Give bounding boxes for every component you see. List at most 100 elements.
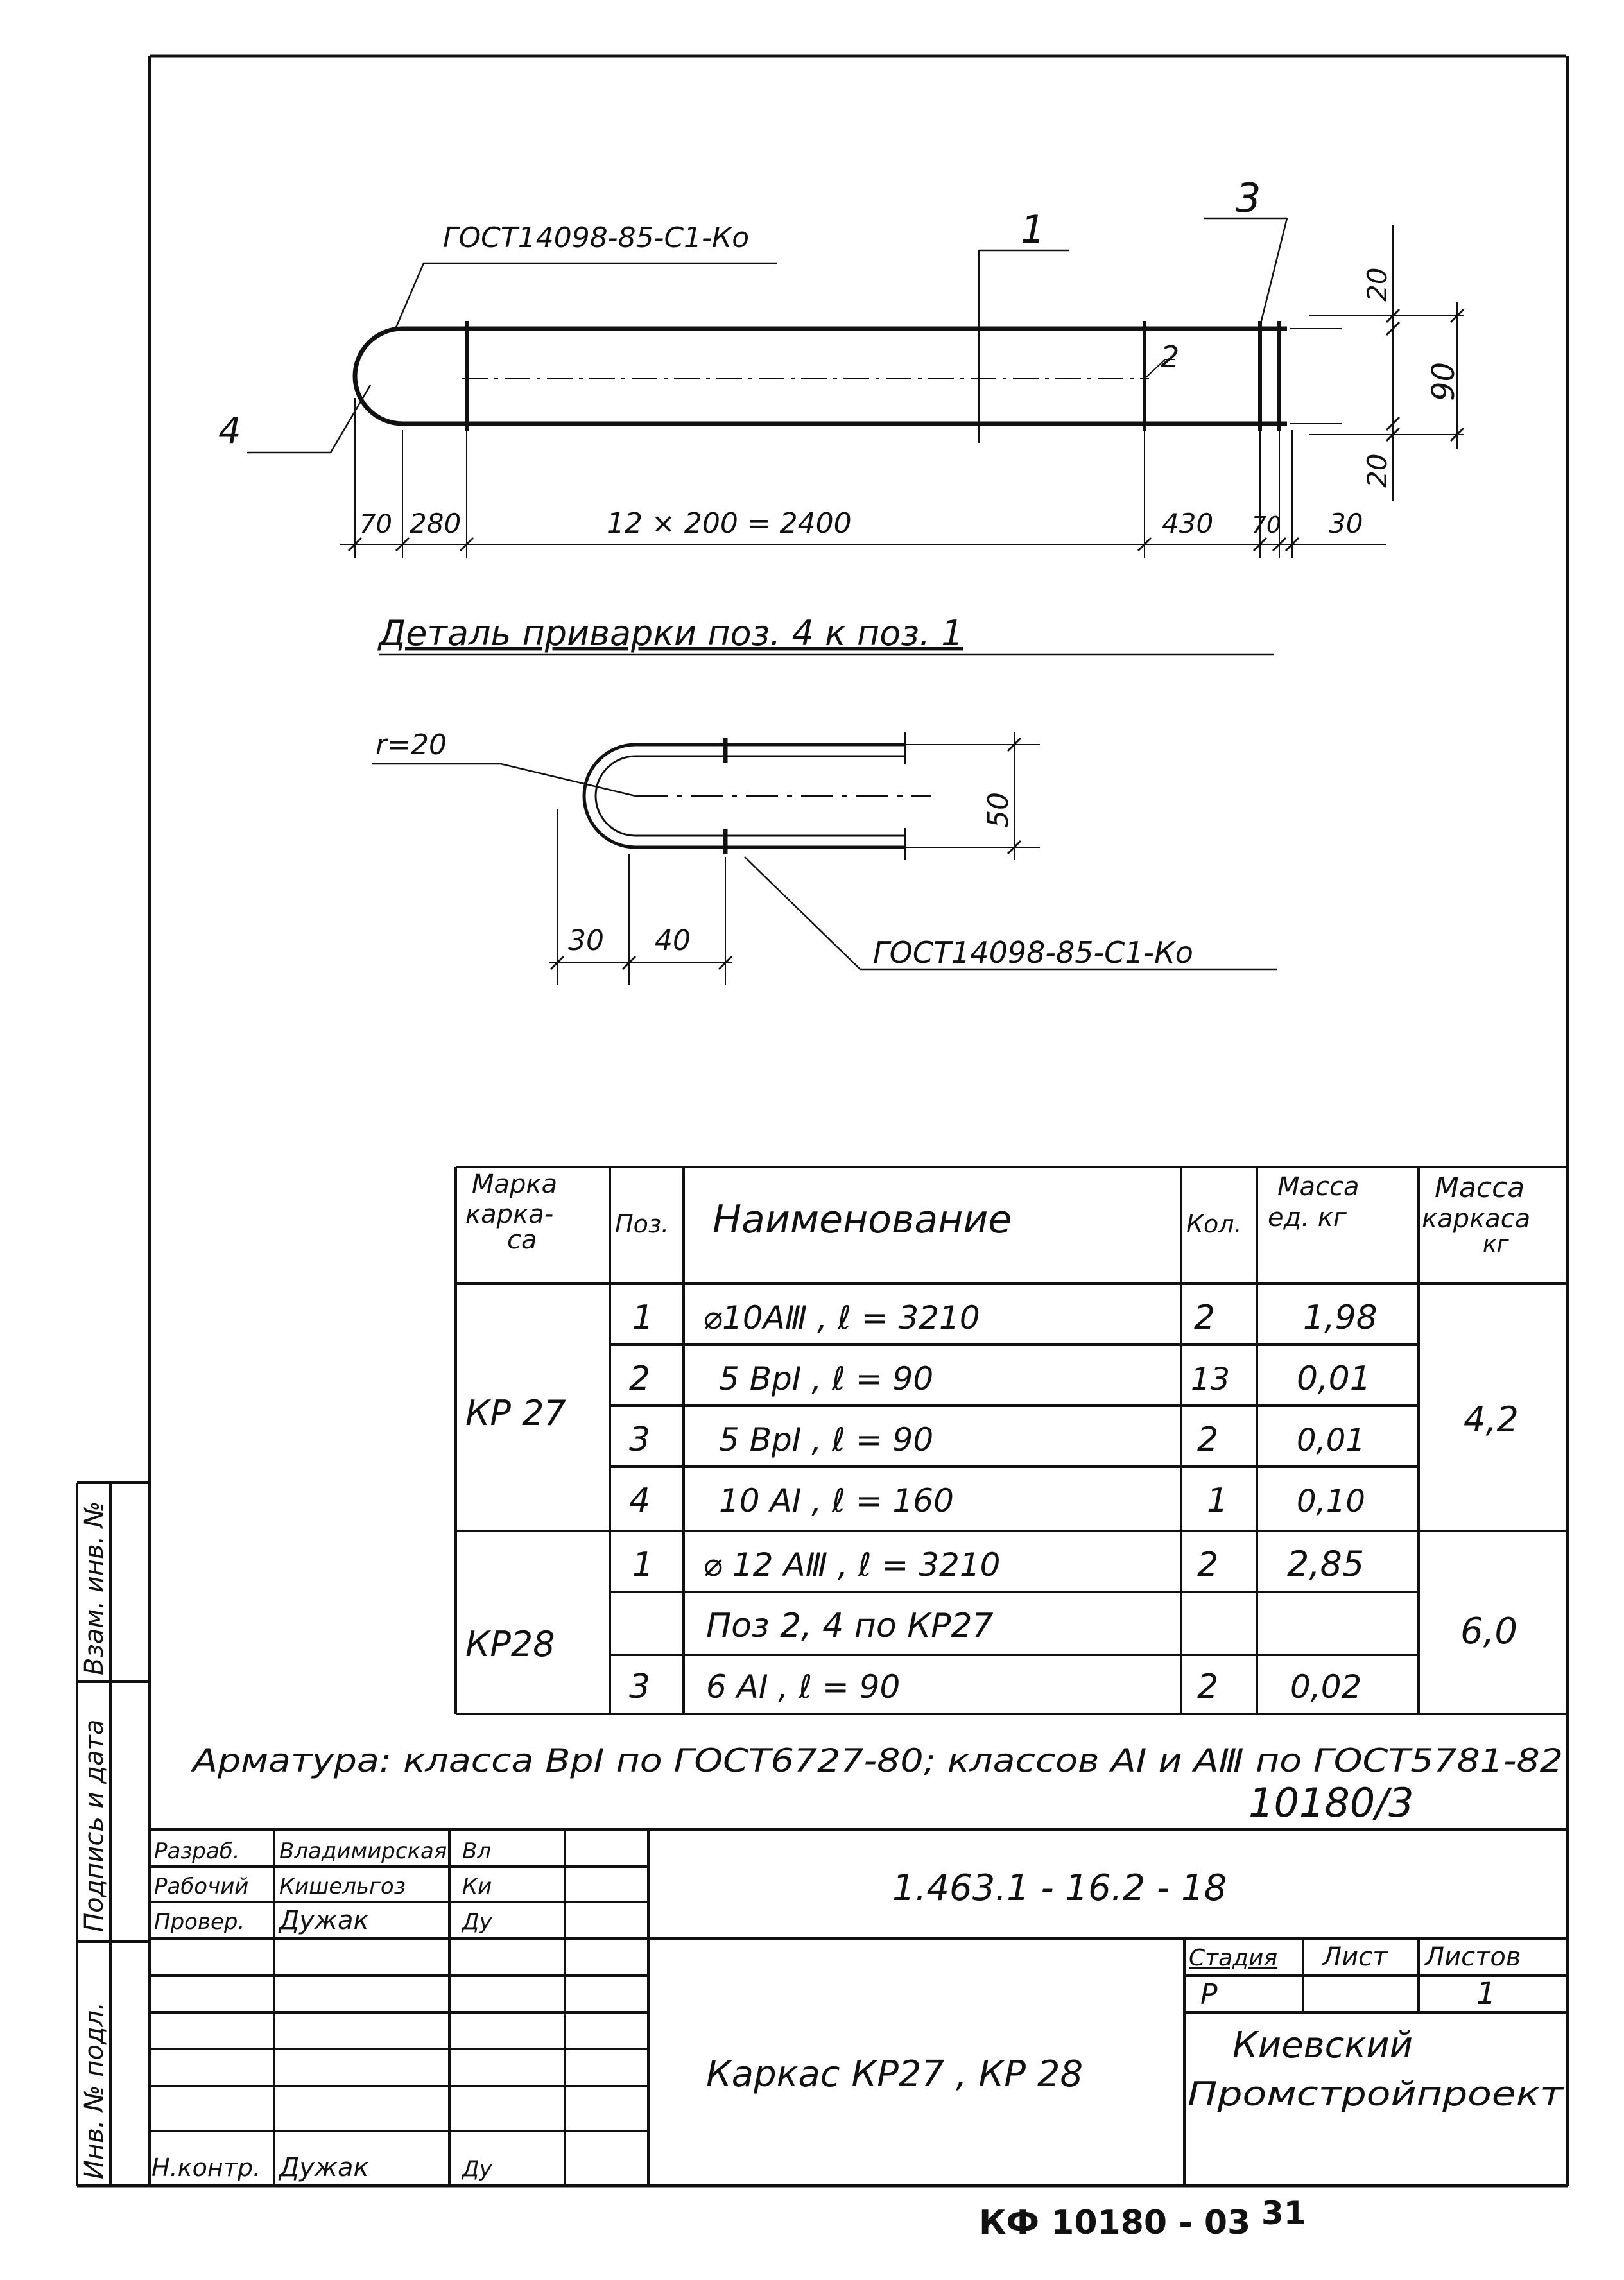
row-name: 5 ВрⅠ , ℓ = 90 (719, 1421, 933, 1458)
row-name: ⌀ 12 АⅢ , ℓ = 3210 (703, 1546, 1000, 1584)
row-qty: 1 (1207, 1481, 1228, 1520)
row-pos: 3 (629, 1668, 650, 1706)
hdr-frame-mass-3: кг (1483, 1231, 1510, 1257)
dim-12x200: 12 × 200 = 2400 (607, 507, 852, 540)
row-name: Поз 2, 4 по КР27 (706, 1607, 994, 1645)
group-frame-mass: 6,0 (1460, 1611, 1517, 1652)
hdr-unit-mass-1: Масса (1277, 1172, 1360, 1202)
row-name: ⌀10АⅢ , ℓ = 3210 (703, 1299, 980, 1336)
gost-label-top: ГОСТ14098-85-С1-Ко (443, 221, 749, 254)
row-mass: 2,85 (1287, 1544, 1364, 1584)
stage-label: Стадия (1189, 1945, 1277, 1971)
role-label: Рабочий (154, 1874, 248, 1899)
spec-group-kr28: КР28 6,0 1 ⌀ 12 АⅢ , ℓ = 3210 2 2,85 Поз… (465, 1544, 1517, 1706)
detail-dim-40: 40 (655, 924, 691, 957)
hdr-qty: Кол. (1186, 1210, 1242, 1238)
dim-280: 280 (410, 508, 461, 539)
row-mass: 0,02 (1290, 1668, 1361, 1706)
organization-line2: Промстройпроект (1188, 2075, 1564, 2114)
stamp-replace-inv: Взам. инв. № (80, 1501, 109, 1675)
callout-4: 4 (218, 410, 241, 452)
row-mass: 0,01 (1297, 1422, 1365, 1458)
callout-2: 2 (1161, 340, 1179, 374)
row-qty: 2 (1197, 1421, 1218, 1459)
organization-line1: Киевский (1232, 2025, 1413, 2066)
detail-drawing (372, 732, 1277, 985)
callout-1: 1 (1021, 207, 1045, 252)
dim-70-right: 70 (1252, 512, 1281, 539)
role-name: Владимирская (279, 1838, 447, 1864)
group-mark: КР 27 (465, 1393, 566, 1433)
row-name: 6 АⅠ , ℓ = 90 (706, 1668, 900, 1706)
hdr-name: Наименование (713, 1197, 1012, 1242)
hdr-mark-3: са (507, 1225, 537, 1255)
row-mass: 0,10 (1297, 1483, 1365, 1519)
sheet-label: Лист (1321, 1942, 1388, 1972)
stamp-inv-original: Инв. № подл. (80, 2002, 109, 2179)
title-block-grid (148, 1828, 1568, 2186)
row-qty: 2 (1194, 1299, 1215, 1337)
role-label: Н.контр. (151, 2154, 261, 2182)
group-mark: КР28 (465, 1624, 555, 1664)
stamp-sign-date: Подпись и дата (80, 1720, 109, 1932)
side-stamp (76, 1481, 150, 2186)
row-qty: 13 (1191, 1361, 1230, 1397)
role-name: Дужак (278, 1906, 369, 1935)
spec-table-header: Марка карка- са Поз. Наименование Кол. М… (465, 1170, 1530, 1257)
role-label: Разраб. (154, 1838, 240, 1864)
detail-gost-label: ГОСТ14098-85-С1-Ко (873, 935, 1193, 970)
detail-dim-30: 30 (568, 924, 604, 957)
hdr-pos: Поз. (615, 1210, 669, 1238)
hdr-mark-1: Марка (472, 1170, 557, 1199)
role-signature: Ду (461, 1909, 493, 1935)
group-frame-mass: 4,2 (1464, 1399, 1519, 1440)
dim-20-bottom: 20 (1361, 454, 1393, 488)
row-pos: 1 (632, 1299, 653, 1337)
spec-group-kr27: КР 27 4,2 1 ⌀10АⅢ , ℓ = 3210 2 1,98 2 5 … (465, 1299, 1519, 1520)
row-name: 5 ВрⅠ , ℓ = 90 (719, 1360, 933, 1397)
title-block-roles: Разраб. Владимирская Вл Рабочий Кишельго… (151, 1838, 493, 2182)
hdr-frame-mass-2: каркаса (1422, 1204, 1530, 1234)
dim-430: 430 (1162, 508, 1213, 539)
dimension-ticks (347, 308, 1465, 552)
detail-ticks (549, 737, 1022, 971)
role-signature: Вл (462, 1838, 491, 1864)
role-label: Провер. (154, 1909, 245, 1935)
role-name: Кишельгоз (279, 1874, 406, 1899)
sheets-label: Листов (1424, 1942, 1521, 1972)
role-name: Дужак (278, 2153, 369, 2182)
reinforcement-note: Арматура: класса ВрⅠ по ГОСТ6727-80; кла… (191, 1742, 1563, 1779)
row-pos: 2 (629, 1360, 650, 1398)
stage-value: Р (1200, 1978, 1218, 2011)
row-qty: 2 (1197, 1546, 1218, 1584)
hdr-frame-mass-1: Масса (1435, 1171, 1525, 1204)
archive-number: 10180/3 (1248, 1779, 1414, 1826)
hdr-mark-2: карка- (465, 1200, 553, 1229)
row-pos: 3 (629, 1421, 650, 1459)
callout-3: 3 (1236, 175, 1261, 221)
detail-dim-50: 50 (982, 792, 1015, 828)
dim-30: 30 (1329, 508, 1363, 539)
row-mass: 1,98 (1303, 1299, 1378, 1337)
spec-table-grid (454, 1166, 1566, 1715)
drawing-title: Каркас КР27 , КР 28 (706, 2053, 1083, 2095)
row-qty: 2 (1197, 1668, 1218, 1706)
cage-drawing (247, 217, 1464, 558)
row-pos: 4 (629, 1481, 650, 1520)
detail-radius: r=20 (376, 729, 447, 761)
role-signature: Ду (461, 2156, 493, 2182)
sheets-value: 1 (1476, 1976, 1496, 2012)
hdr-unit-mass-2: ед. кг (1268, 1203, 1347, 1232)
row-mass: 0,01 (1297, 1360, 1371, 1398)
detail-title: Деталь приварки поз. 4 к поз. 1 (377, 613, 963, 653)
row-pos: 1 (632, 1546, 653, 1584)
dim-90: 90 (1426, 362, 1462, 401)
footer-code: КФ 10180 - 03 (979, 2204, 1250, 2242)
dim-70-left: 70 (359, 510, 392, 539)
footer-page: 31 (1261, 2195, 1306, 2232)
doc-code: 1.463.1 - 16.2 - 18 (892, 1867, 1227, 1909)
role-signature: Ки (462, 1874, 492, 1899)
dim-20-top: 20 (1361, 268, 1393, 302)
row-name: 10 АⅠ , ℓ = 160 (719, 1482, 954, 1519)
